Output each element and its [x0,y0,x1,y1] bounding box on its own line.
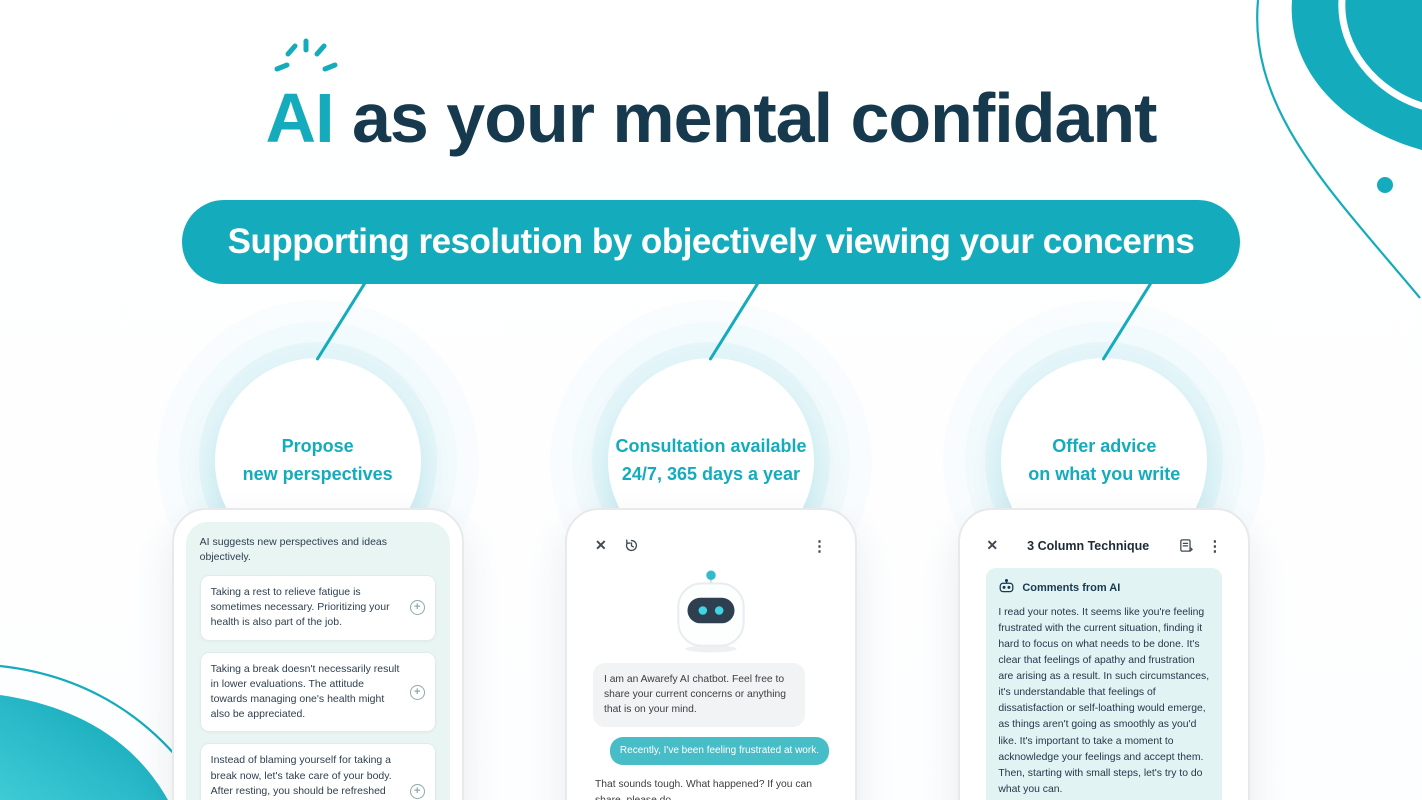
ai-comments-panel: Comments from AI I read your notes. It s… [986,567,1223,800]
hero: AI as your mental confidant [0,0,1422,156]
suggestion-card: Taking a rest to relieve fatigue is some… [199,574,436,641]
page-title: AI as your mental confidant [265,79,1158,157]
screen-title: 3 Column Technique [1027,538,1150,553]
add-icon[interactable]: + [409,600,425,616]
add-icon[interactable]: + [409,784,425,800]
phones-row: AI suggests new perspectives and ideas o… [121,507,1301,800]
banner: Supporting resolution by objectively vie… [181,199,1241,284]
add-icon[interactable]: + [409,684,425,700]
close-icon[interactable]: ✕ [986,537,999,553]
suggestion-text: Instead of blaming yourself for taking a… [210,754,392,797]
page-title-accent: AI [265,79,335,157]
suggestion-card: Instead of blaming yourself for taking a… [199,743,436,800]
perspectives-screen: AI suggests new perspectives and ideas o… [185,521,450,800]
close-icon[interactable]: ✕ [594,537,607,553]
robot-icon [998,578,1015,598]
history-icon[interactable] [623,537,640,554]
suggestion-card: Taking a break doesn't necessarily resul… [199,651,436,733]
connector-line [1101,280,1153,361]
page-title-rest: as your mental confidant [333,79,1157,157]
robot-mascot [593,567,829,653]
feature-line2: new perspectives [242,463,393,484]
phone-mockup-columns: ✕ 3 Column Technique ⋮ [958,507,1251,800]
connector-line [315,280,366,361]
feature-line1: Offer advice [1052,435,1157,456]
bot-reply-text: That sounds tough. What happened? If you… [594,779,812,800]
note-switch-icon[interactable] [1178,537,1195,554]
kebab-menu-icon[interactable]: ⋮ [811,537,827,555]
phone-mockup-perspectives: AI suggests new perspectives and ideas o… [171,507,464,800]
user-message-bubble: Recently, I've been feeling frustrated a… [609,736,829,766]
bot-message-bubble: I am an Awarefy AI chatbot. Feel free to… [592,662,805,727]
teal-dot [1377,177,1393,193]
suggestion-text: Taking a break doesn't necessarily resul… [210,662,400,721]
perspectives-intro: AI suggests new perspectives and ideas o… [199,535,388,563]
chat-toolbar: ✕ ⋮ [593,535,829,555]
phone-mockup-chatbot: ✕ ⋮ [564,507,857,800]
feature-line2: 24/7, 365 days a year [621,463,801,484]
feature-line2: on what you write [1028,463,1181,484]
ai-comments-header: Comments from AI [998,578,1210,598]
sparkle-rays-icon [274,38,338,72]
ai-comments-title: Comments from AI [1022,582,1121,594]
chatbot-screen: ✕ ⋮ [578,521,843,800]
columns-screen: ✕ 3 Column Technique ⋮ [972,521,1237,800]
connector-line [708,280,760,361]
columns-toolbar: ✕ 3 Column Technique ⋮ [986,535,1222,555]
feature-line1: Consultation available [615,435,807,456]
ai-comments-text: I read your notes. It seems like you're … [998,606,1210,795]
kebab-menu-icon[interactable]: ⋮ [1207,537,1223,555]
suggestion-text: Taking a rest to relieve fatigue is some… [210,585,390,629]
feature-line1: Propose [281,435,354,456]
